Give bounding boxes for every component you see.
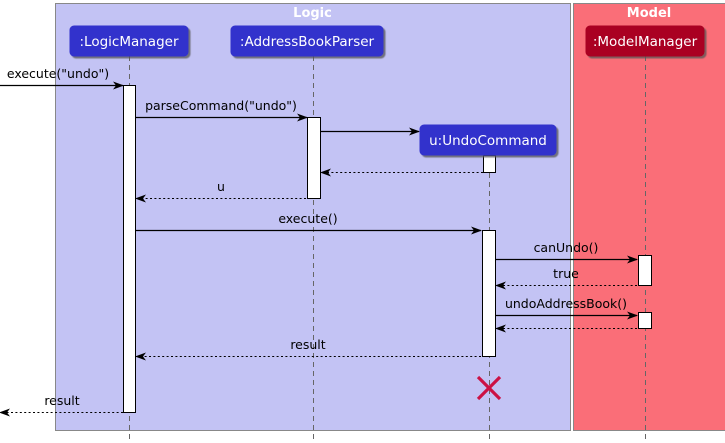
participant-label-address-book-parser: :AddressBookParser	[240, 34, 375, 50]
msg-result-outer-label: result	[44, 393, 79, 408]
group-frame-model: Model	[573, 3, 725, 431]
destroy-undo-command	[476, 375, 502, 401]
act-logic-manager	[123, 85, 136, 413]
activation-bars	[123, 85, 652, 413]
msg-undo-address-book: undoAddressBook()	[495, 296, 638, 320]
destroy-undo-command-stroke-2	[476, 375, 502, 401]
act-undo-command-create	[483, 155, 496, 173]
msg-parse-command-label: parseCommand("undo")	[145, 98, 297, 113]
participant-model-manager[interactable]: :ModelManager	[585, 25, 705, 57]
act-model-undo-address-book	[638, 312, 652, 329]
act-address-book-parser	[307, 117, 321, 199]
msg-execute: execute()	[135, 211, 482, 235]
group-title-logic: Logic	[293, 6, 332, 21]
messages: execute("undo") parseCommand("undo") u exec…	[0, 66, 638, 417]
msg-result-outer: result	[0, 393, 123, 417]
participant-label-undo-command: u:UndoCommand	[429, 133, 547, 149]
participant-logic-manager[interactable]: :LogicManager	[69, 25, 189, 57]
act-model-can-undo	[638, 255, 652, 286]
participant-boxes: :LogicManager :AddressBookParser u:UndoCom…	[69, 25, 705, 156]
msg-parse-command: parseCommand("undo")	[135, 98, 308, 122]
msg-execute-undo: execute("undo")	[0, 66, 124, 90]
group-frames: Logic Model	[55, 3, 725, 431]
msg-undo-address-book-label: undoAddressBook()	[505, 296, 627, 311]
msg-true: true	[495, 266, 637, 290]
participant-label-logic-manager: :LogicManager	[79, 34, 178, 50]
msg-true-label: true	[553, 266, 579, 281]
msg-can-undo-label: canUndo()	[534, 240, 599, 255]
participant-undo-command[interactable]: u:UndoCommand	[419, 124, 557, 156]
participant-box-undo-command[interactable]	[419, 124, 557, 156]
msg-result-inner-label: result	[290, 337, 325, 352]
participant-box-model-manager[interactable]	[585, 25, 705, 57]
msg-return-u-label: u	[217, 179, 225, 194]
participant-box-logic-manager[interactable]	[69, 25, 189, 57]
msg-execute-label: execute()	[278, 211, 337, 226]
msg-return-u: u	[135, 179, 306, 203]
participant-box-address-book-parser[interactable]	[230, 25, 384, 57]
group-title-model: Model	[627, 6, 671, 21]
group-background-model	[573, 3, 725, 431]
participant-address-book-parser[interactable]: :AddressBookParser	[230, 25, 384, 57]
destroy-markers	[476, 375, 502, 401]
msg-can-undo: canUndo()	[495, 240, 638, 264]
msg-result-inner: result	[135, 337, 481, 361]
msg-execute-undo-label: execute("undo")	[7, 66, 109, 81]
act-undo-command-execute	[482, 230, 496, 357]
participant-label-model-manager: :ModelManager	[593, 34, 698, 50]
